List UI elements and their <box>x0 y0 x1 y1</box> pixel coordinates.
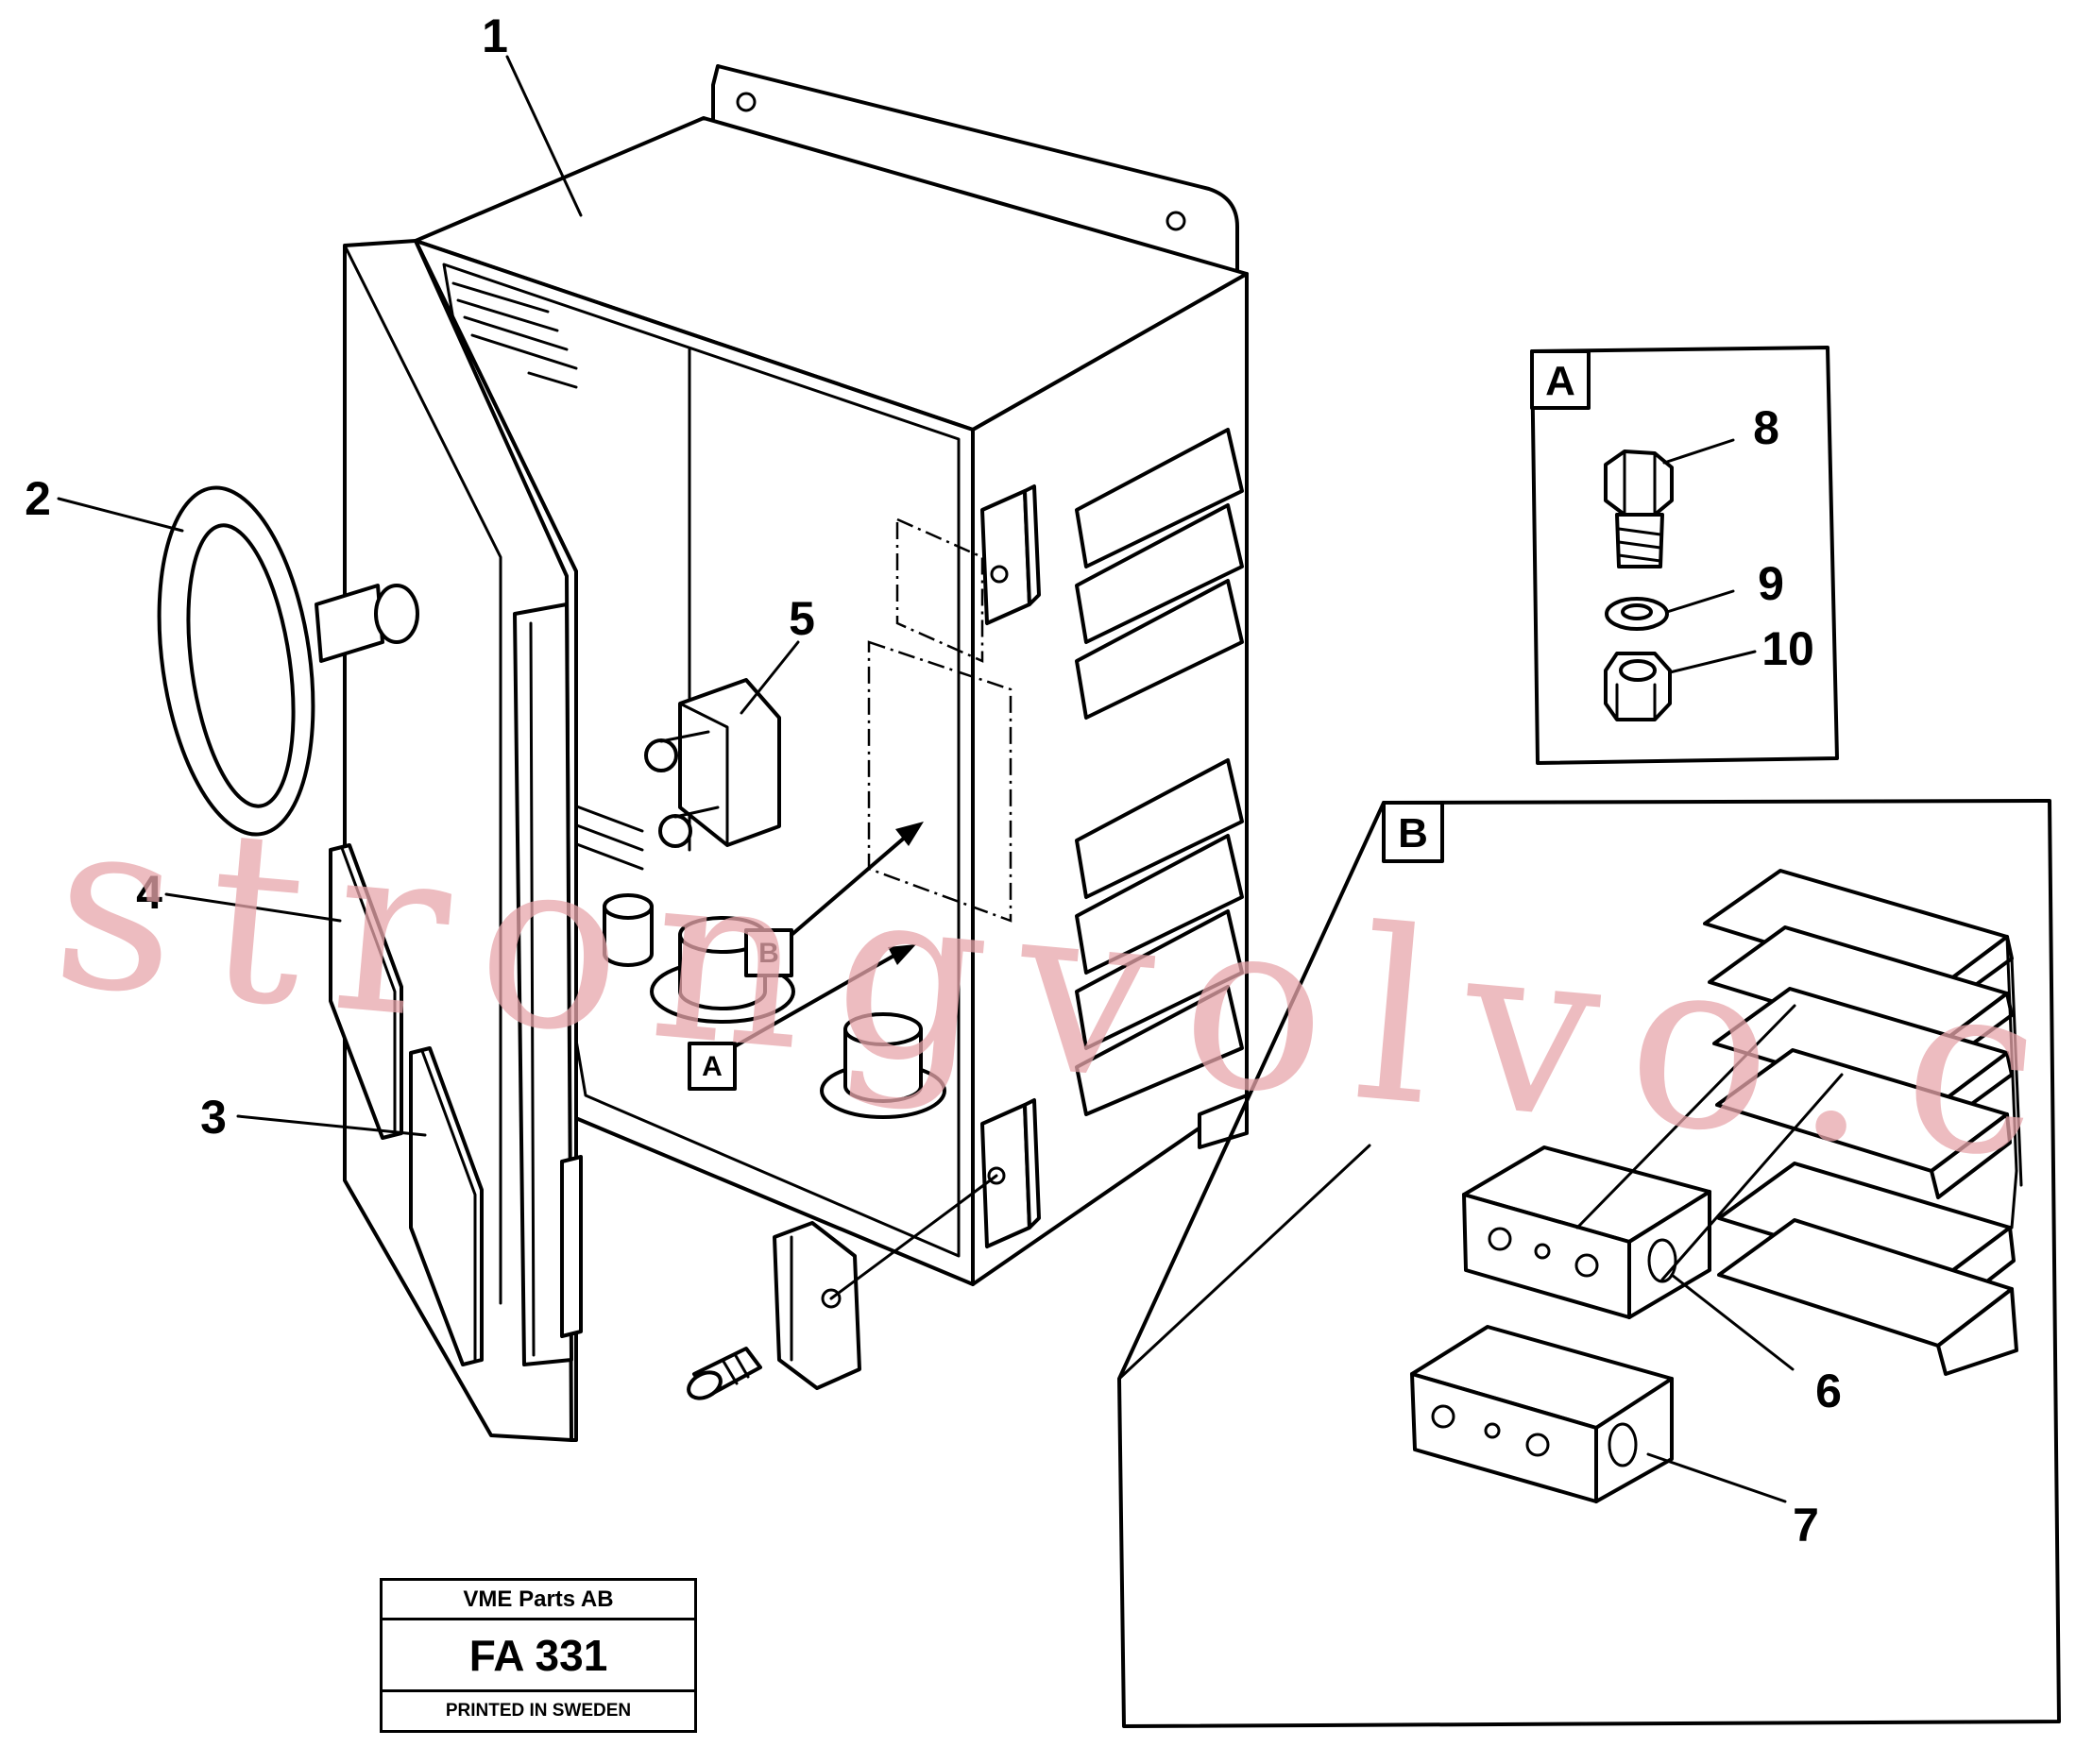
leader-lines-main <box>57 55 800 1137</box>
enclosure-cabinet <box>414 64 1249 1286</box>
bolt <box>1604 449 1674 568</box>
terminal-block-lower <box>1410 1325 1674 1503</box>
nut <box>1604 652 1672 721</box>
handle-ring <box>157 485 419 837</box>
terminal-block-upper <box>1462 1145 1711 1319</box>
hinge-screw <box>687 1347 762 1400</box>
callout-5: 5 <box>789 592 815 645</box>
stamp-code: FA 331 <box>383 1620 694 1692</box>
detail-a-label: A <box>1545 358 1575 404</box>
box-tag-b: B <box>758 938 779 969</box>
callout-8: 8 <box>1753 401 1779 454</box>
stamp-company: VME Parts AB <box>383 1581 694 1620</box>
callout-7: 7 <box>1793 1499 1819 1552</box>
stamp-printed: PRINTED IN SWEDEN <box>445 1701 632 1721</box>
callout-9: 9 <box>1758 557 1784 610</box>
door-panel <box>343 239 583 1442</box>
label-plate-3 <box>409 1046 484 1366</box>
upper-hinge <box>980 484 1041 625</box>
callout-4: 4 <box>136 866 162 919</box>
detail-b-label: B <box>1398 810 1428 857</box>
title-stamp: VME Parts AB FA 331 PRINTED IN SWEDEN <box>380 1578 697 1733</box>
callout-1: 1 <box>482 9 508 62</box>
callout-10: 10 <box>1761 622 1814 675</box>
callout-6: 6 <box>1815 1365 1842 1417</box>
lower-hinge <box>980 1098 1041 1248</box>
fuse-holder <box>644 678 781 848</box>
detail-a-box: A <box>1530 346 1839 765</box>
washer <box>1605 597 1669 631</box>
detail-b-box: B <box>1117 799 2061 1728</box>
busbar-clip <box>1703 869 2023 1376</box>
vent-louvers <box>1075 428 1244 1116</box>
detail-pointer-a: A <box>688 944 916 1091</box>
callout-3: 3 <box>200 1091 227 1144</box>
box-tag-a: A <box>702 1051 723 1082</box>
detail-pointer-b: B <box>744 822 924 977</box>
loose-hinge-leaf <box>773 1221 861 1390</box>
callout-2: 2 <box>25 472 51 525</box>
